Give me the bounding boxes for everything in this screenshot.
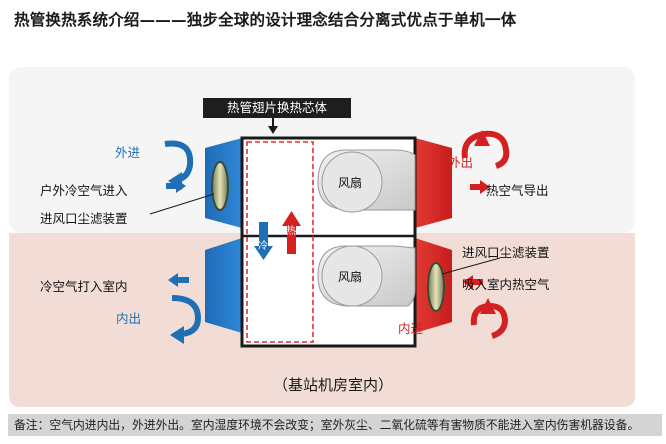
outside-air-in-label: 户外冷空气进入 (40, 183, 128, 198)
outside-in-curve-arrow (164, 140, 194, 183)
core-pointer-head (268, 126, 278, 134)
heat-core (246, 141, 314, 343)
outside-out-curve-head (474, 130, 490, 146)
inside-in-curve-arrow (470, 302, 509, 339)
hot-air-out-label: 热空气导出 (486, 183, 549, 198)
cold-air-in-label: 冷空气打入室内 (40, 279, 128, 294)
page-title: 热管换热系统介绍———独步全球的设计理念结合分离式优点于单机一体 (14, 11, 517, 29)
inside-in-curve-head (480, 298, 496, 314)
inside-out-curve-head (170, 326, 184, 344)
filter-right-leader (441, 257, 501, 275)
hot-air-in-arrow (463, 275, 483, 289)
location-label: （基站机房室内） (272, 376, 393, 394)
footnote: 备注：空气内进内出，外进外出。室内湿度环境不会改变；室外灰尘、二氧化硫等有害物质… (8, 414, 662, 436)
outside-out-label: 外出 (448, 155, 474, 170)
inlet-filter-right-label: 进风口尘滤装置 (462, 245, 550, 260)
fan-top-label: 风扇 (338, 176, 363, 190)
outside-air-in-arrow (166, 179, 186, 193)
inside-out-label: 内出 (116, 311, 142, 326)
outside-in-label: 外进 (115, 145, 141, 160)
hot-up-arrow (282, 211, 301, 254)
fan-top (317, 149, 416, 213)
hot-air-in-label: 吸入室内热空气 (462, 277, 550, 292)
hot-air-out-arrow (470, 180, 490, 194)
inlet-filter-left-label: 进风口尘滤装置 (40, 211, 128, 226)
filter-left-leader (149, 193, 215, 215)
outside-out-curve-arrow (461, 130, 510, 169)
filter-right (427, 262, 445, 312)
inside-out-curve-arrow (171, 295, 202, 337)
fan-bottom (317, 245, 416, 307)
hot-marker: 热 (286, 226, 296, 237)
cold-air-into-room-arrow (168, 273, 189, 287)
cold-marker: 冷 (258, 241, 268, 252)
filter-left (211, 161, 229, 211)
fan-bottom-label: 风扇 (338, 270, 363, 284)
cold-down-arrow (254, 222, 273, 260)
inside-in-label: 内进 (398, 321, 424, 336)
core-label: 热管翅片换热芯体 (203, 98, 351, 118)
left-bottom-duct (205, 238, 242, 333)
right-top-duct (415, 138, 452, 228)
